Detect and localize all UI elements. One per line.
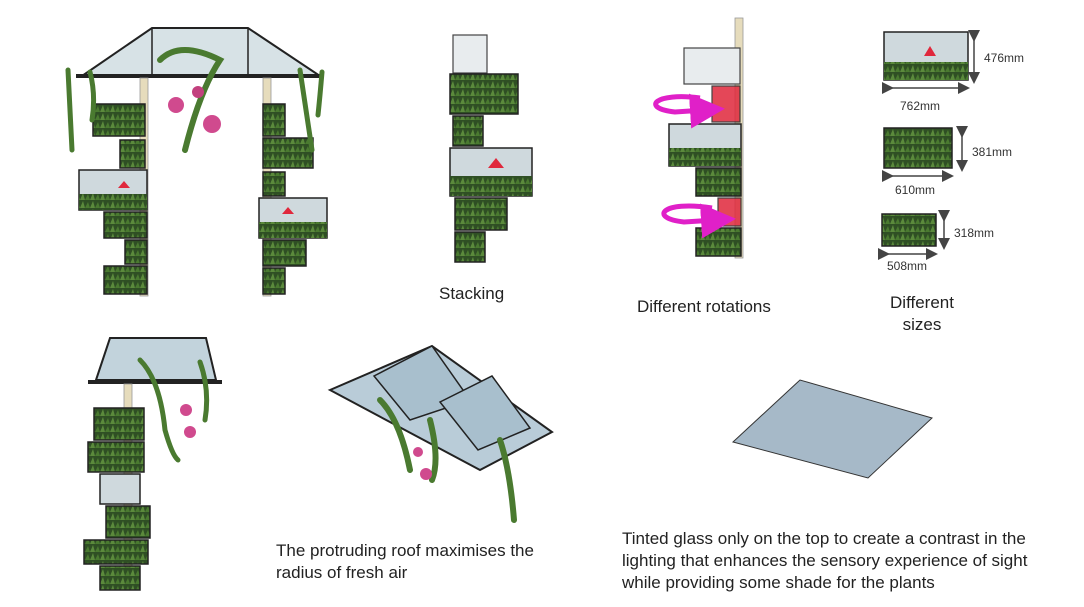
tinted-glass-caption: Tinted glass only on the top to create a…	[622, 529, 1028, 592]
sizes-figure	[878, 30, 980, 260]
size-2-height: 381mm	[972, 145, 1013, 159]
size-2-width: 610mm	[895, 183, 936, 197]
stacking-label: Stacking	[439, 284, 505, 303]
arch-structure-figure	[65, 27, 328, 297]
size-3-height: 318mm	[954, 226, 995, 240]
stacking-figure	[449, 34, 533, 263]
roof-caption: The protruding roof maximises the radius…	[276, 541, 534, 582]
sizes-label: Different sizes	[890, 293, 954, 334]
rotations-figure	[653, 17, 744, 259]
rotations-label: Different rotations	[637, 297, 771, 316]
tinted-glass-panel	[731, 379, 933, 479]
size-1-width: 762mm	[900, 99, 941, 113]
protruding-roof-figure	[327, 344, 554, 523]
tower-figure	[83, 337, 222, 591]
size-3-width: 508mm	[887, 259, 928, 273]
size-1-height: 476mm	[984, 51, 1025, 65]
